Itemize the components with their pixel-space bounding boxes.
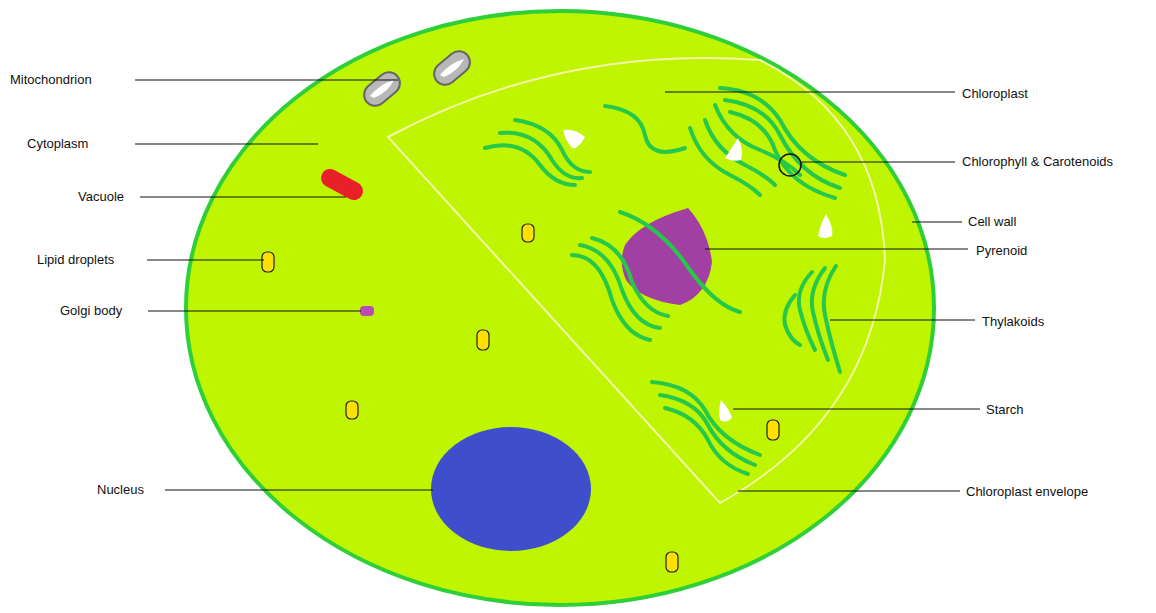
chlorophyll-marker [779, 154, 801, 176]
starch-grains [563, 130, 832, 422]
nucleus-shape [431, 427, 591, 551]
leader-lines [135, 80, 980, 491]
chloroplast-envelope-shape [388, 58, 885, 503]
part-label: Chloroplast [962, 86, 1028, 102]
part-label: Cytoplasm [27, 136, 88, 152]
part-label: Thylakoids [982, 314, 1044, 330]
part-label: Chloroplast envelope [966, 484, 1088, 500]
mitochondria [360, 47, 475, 111]
part-label: Cell wall [968, 214, 1016, 230]
part-label: Golgi body [60, 303, 122, 319]
part-label: Starch [986, 402, 1024, 418]
golgi-shape [360, 306, 374, 316]
thylakoids [485, 88, 845, 474]
part-label: Vacuole [78, 189, 124, 205]
cell-wall-shape [186, 11, 934, 605]
part-label: Lipid droplets [37, 252, 114, 268]
vacuole-shape [330, 178, 354, 191]
part-label: Mitochondrion [10, 72, 92, 88]
part-label: Chlorophyll & Carotenoids [962, 154, 1113, 170]
part-label: Nucleus [97, 482, 144, 498]
part-label: Pyrenoid [976, 243, 1027, 259]
